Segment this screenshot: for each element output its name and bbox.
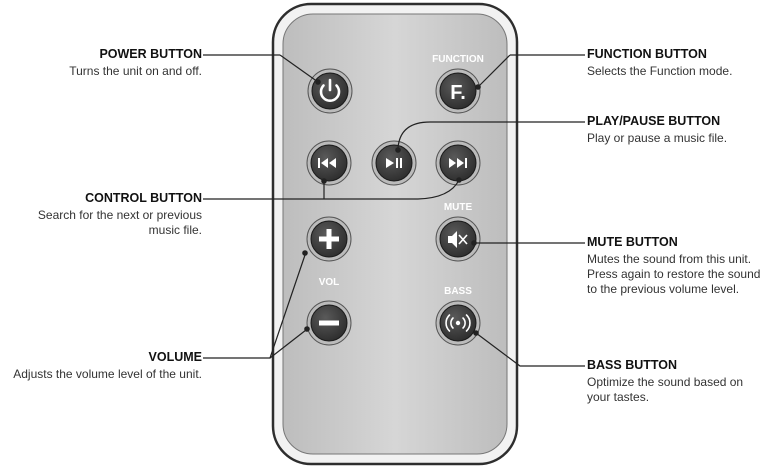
plus-icon [319, 229, 339, 249]
callout-bass-desc-1: Optimize the sound based on [587, 375, 744, 389]
callout-playpause-desc: Play or pause a music file. [587, 131, 728, 145]
function-key-label: F. [450, 82, 466, 104]
bass-icon [445, 314, 471, 332]
callout-bass-title: BASS BUTTON [587, 358, 678, 372]
callout-volume-desc: Adjusts the volume level of the unit. [13, 367, 202, 381]
callout-control: CONTROL BUTTON Search for the next or pr… [38, 191, 202, 238]
callout-playpause-title: PLAY/PAUSE BUTTON [587, 114, 721, 128]
volume-up-button[interactable] [306, 216, 352, 262]
power-icon [319, 78, 341, 102]
callout-function: FUNCTION BUTTON Selects the Function mod… [587, 47, 732, 79]
vol-label: VOL [319, 277, 340, 288]
callout-function-title: FUNCTION BUTTON [587, 47, 707, 61]
leader-lines [203, 54, 585, 367]
callout-mute-desc-1: Mutes the sound from this unit. [587, 252, 752, 266]
callout-control-desc-2: music file. [148, 223, 202, 237]
callout-mute-title: MUTE BUTTON [587, 235, 678, 249]
callout-power-title: POWER BUTTON [99, 47, 202, 61]
callout-mute-desc-2: Press again to restore the sound [587, 267, 761, 281]
callout-power-desc: Turns the unit on and off. [69, 64, 202, 78]
function-label: FUNCTION [432, 54, 484, 65]
volume-down-button[interactable] [306, 300, 352, 346]
callout-control-desc-1: Search for the next or previous [37, 208, 202, 222]
function-button[interactable]: F. [435, 68, 481, 114]
callout-function-desc: Selects the Function mode. [587, 64, 733, 78]
previous-icon [318, 158, 336, 168]
mute-label: MUTE [444, 202, 473, 213]
callout-mute-desc-3: to the previous volume level. [587, 282, 740, 296]
callout-power: POWER BUTTON Turns the unit on and off. [69, 47, 202, 79]
callout-volume-title: VOLUME [148, 350, 202, 364]
callout-volume: VOLUME Adjusts the volume level of the u… [13, 350, 202, 382]
mute-button[interactable] [435, 216, 481, 262]
minus-icon [319, 320, 339, 326]
play-pause-button[interactable] [371, 140, 417, 186]
mute-icon [448, 231, 468, 248]
callout-bass: BASS BUTTON Optimize the sound based on … [587, 358, 743, 405]
power-button[interactable] [307, 68, 353, 114]
next-button[interactable] [435, 140, 481, 186]
callout-mute: MUTE BUTTON Mutes the sound from this un… [587, 235, 760, 297]
next-icon [449, 158, 467, 168]
callout-playpause: PLAY/PAUSE BUTTON Play or pause a music … [587, 114, 727, 146]
callout-bass-desc-2: your tastes. [587, 390, 650, 404]
callout-control-title: CONTROL BUTTON [85, 191, 202, 205]
bass-button[interactable] [435, 300, 481, 346]
play-pause-icon [386, 158, 402, 168]
previous-button[interactable] [306, 140, 352, 186]
bass-label: BASS [444, 286, 472, 297]
